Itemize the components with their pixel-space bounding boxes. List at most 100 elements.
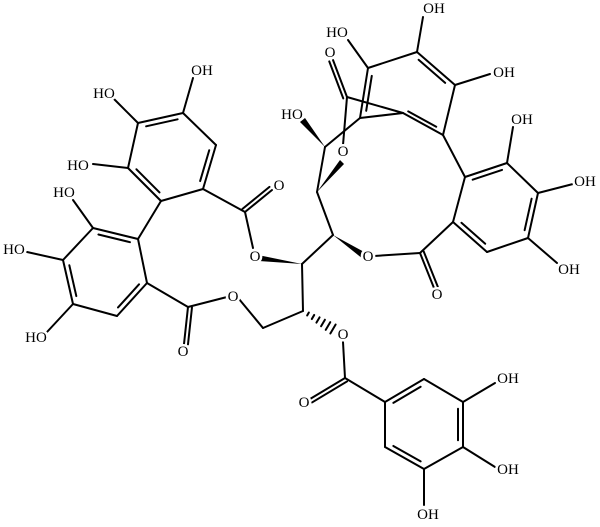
single-bond <box>416 51 456 86</box>
single-bond <box>262 310 304 329</box>
carbonyl-bond <box>311 380 349 404</box>
ring-bond <box>202 144 217 190</box>
hash-segment <box>320 318 326 328</box>
ring-bond <box>62 259 74 305</box>
double-bond-inner <box>117 283 141 309</box>
ring-bond <box>423 446 464 470</box>
double-bond-inner <box>97 233 131 244</box>
label-ho: HO <box>326 25 348 41</box>
label-o: O <box>338 144 349 160</box>
label-oh: OH <box>423 1 445 17</box>
label-o: O <box>432 287 443 303</box>
single-bond <box>527 237 558 264</box>
ring-bond <box>137 112 184 124</box>
label-oh: OH <box>497 462 519 478</box>
label-o: O <box>338 327 349 343</box>
single-bond <box>46 303 74 333</box>
label-oh: OH <box>511 112 533 128</box>
hash-segment <box>324 321 332 331</box>
single-bond <box>324 117 361 148</box>
ring-bond <box>92 227 139 240</box>
double-bond-inner <box>365 74 373 112</box>
ring-bond <box>464 162 508 178</box>
hash-segment <box>315 316 321 324</box>
label-o: O <box>363 249 374 265</box>
label-oh: OH <box>558 262 580 278</box>
label-o: O <box>325 45 336 61</box>
single-bond <box>301 263 304 312</box>
single-bond <box>26 251 64 261</box>
carbonyl-bond <box>419 252 435 289</box>
single-bond <box>344 377 386 403</box>
single-bond <box>373 252 421 257</box>
label-oh: OH <box>191 63 213 79</box>
carbonyl-bond <box>241 185 271 210</box>
bonds <box>26 16 574 506</box>
single-bond <box>202 188 246 213</box>
single-bond <box>419 221 454 254</box>
single-bond <box>367 51 418 69</box>
double-bond-inner <box>68 264 78 298</box>
label-o: O <box>250 249 261 265</box>
carbonyl-bond <box>328 60 345 100</box>
ring-bond <box>527 192 539 239</box>
double-bond-inner <box>392 385 422 404</box>
single-bond <box>72 199 94 229</box>
single-bond <box>454 73 491 86</box>
single-bond <box>416 16 424 53</box>
double-bond-inner <box>407 110 438 128</box>
ring-bond <box>384 378 425 403</box>
label-ho: HO <box>93 86 115 102</box>
ring-bond <box>452 176 466 223</box>
hash-segment <box>306 311 310 317</box>
ring-bond <box>486 237 529 253</box>
double-bond-inner <box>199 149 211 183</box>
ring-bond <box>423 378 464 403</box>
label-oh: OH <box>574 174 596 190</box>
single-bond <box>146 282 189 308</box>
label-ho: HO <box>67 158 89 174</box>
label-oh: OH <box>417 507 439 523</box>
single-bond <box>347 39 369 69</box>
single-bond <box>182 77 194 114</box>
carbonyl-bond <box>186 306 193 346</box>
single-bond <box>359 67 369 119</box>
single-bond <box>342 96 348 146</box>
carbonyl-bond <box>422 250 439 288</box>
single-bond <box>359 112 404 119</box>
carbonyl-bond <box>309 377 346 400</box>
single-bond <box>442 84 456 136</box>
hash-segment <box>329 323 337 335</box>
single-bond <box>112 97 139 124</box>
single-bond <box>92 163 129 169</box>
wedge-bond <box>300 118 325 147</box>
label-oh: OH <box>493 65 515 81</box>
single-bond <box>301 234 334 265</box>
ring-bond <box>160 188 204 202</box>
single-bond <box>442 134 466 178</box>
label-ho: HO <box>53 185 75 201</box>
ring-bond <box>452 221 488 253</box>
double-bond-inner <box>392 444 422 463</box>
label-ho: HO <box>281 107 303 123</box>
wedge-bond <box>258 255 302 264</box>
label-ho: HO <box>25 330 47 346</box>
ring-bond <box>127 122 139 169</box>
biaryl-bond <box>137 200 162 240</box>
hashed-bond <box>306 311 337 335</box>
double-bond-inner <box>523 197 533 232</box>
ring-bond <box>116 282 148 317</box>
double-bond-inner <box>417 58 447 84</box>
carbonyl-bond <box>183 306 189 345</box>
single-bond <box>537 183 574 194</box>
wedge-bond <box>317 160 344 192</box>
ring-bond <box>137 238 148 284</box>
wedge-bond <box>333 235 366 259</box>
single-bond <box>402 112 444 136</box>
hash-segment <box>310 313 316 321</box>
carbonyl-bond <box>332 59 348 98</box>
label-o: O <box>228 289 239 305</box>
carbonyl-bond <box>244 189 273 213</box>
label-o: O <box>178 344 189 360</box>
